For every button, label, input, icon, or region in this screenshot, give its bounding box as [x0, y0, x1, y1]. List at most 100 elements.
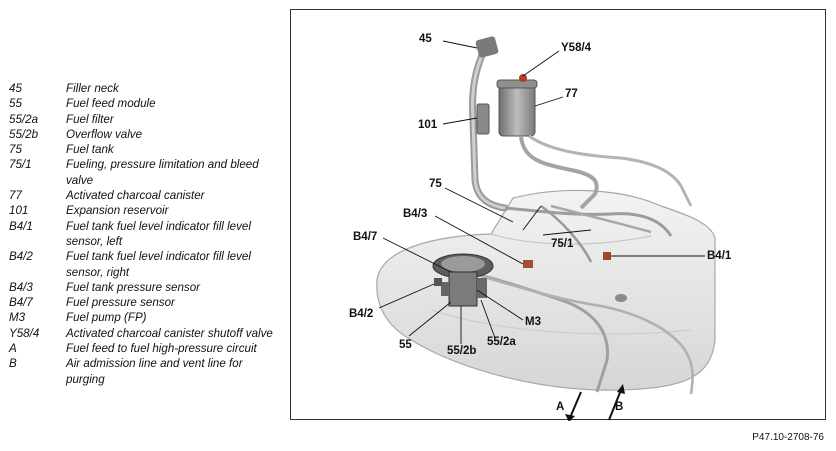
legend-text: Fuel tank fuel level indicator fill leve… [66, 219, 251, 248]
overflow-valve-shape [441, 282, 449, 296]
fuel-tank-ridge [490, 233, 652, 245]
arrow-a-head [565, 414, 575, 421]
diagram-frame: 45 Y58/4 77 101 75 B4/3 B4/7 75/1 B4/1 B… [290, 9, 826, 421]
legend-row: 75 Fuel tank [9, 142, 284, 157]
callout-77: 77 [565, 88, 578, 100]
legend-row: B Air admission line and vent line for pu… [9, 356, 284, 387]
leader-line-b4-3 [434, 215, 524, 265]
leader-line-m3 [476, 289, 524, 321]
legend-key: B4/7 [9, 296, 33, 310]
charcoal-canister-top [496, 79, 538, 89]
expansion-reservoir-shape [476, 103, 490, 135]
legend-row: A Fuel feed to fuel high-pressure circuit [9, 341, 284, 356]
legend-text: Fuel tank fuel level indicator fill leve… [66, 250, 251, 279]
leader-line-b4-7 [382, 237, 452, 273]
purge-line [504, 206, 673, 237]
callout-55-2a: 55/2a [487, 336, 516, 348]
legend-text: Activated charcoal canister [66, 189, 205, 203]
filler-neck-cap [475, 36, 499, 58]
legend-key: B [9, 357, 17, 371]
legend-text: Fuel feed to fuel high-pressure circuit [66, 342, 257, 356]
legend-key: 101 [9, 204, 29, 218]
charcoal-canister-shape [498, 83, 536, 137]
leader-line-77 [534, 96, 564, 107]
legend-key: 75/1 [9, 158, 32, 172]
legend-key: 55/2a [9, 112, 39, 126]
fuel-system-illustration: 45 Y58/4 77 101 75 B4/3 B4/7 75/1 B4/1 B… [349, 33, 732, 421]
pressure-sensor-shape [523, 260, 533, 268]
vent-line [519, 135, 599, 210]
legend-key: 45 [9, 82, 22, 95]
leader-line-101 [442, 117, 478, 125]
legend-text: Fuel tank pressure sensor [66, 280, 201, 294]
legend-row: 55 Fuel feed module [9, 96, 284, 111]
legend-text: Expansion reservoir [66, 204, 169, 218]
vent-line [528, 134, 693, 207]
level-sensor-left-shape [603, 252, 611, 260]
legend-text: Fuel pump (FP) [66, 311, 147, 325]
legend-text: Fueling, pressure limitation and bleed v… [66, 158, 259, 187]
callout-y58-4: Y58/4 [561, 42, 592, 54]
legend-row: 45 Filler neck [9, 81, 284, 96]
filler-neck-pipe [471, 46, 507, 210]
leader-line-55 [408, 301, 452, 337]
legend-text: Fuel feed module [66, 97, 156, 111]
legend-row: B4/1 Fuel tank fuel level indicator fill … [9, 219, 284, 250]
callout-45: 45 [419, 33, 432, 45]
legend-text: Air admission line and vent line for pur… [66, 357, 243, 386]
fuel-tank-shape [376, 189, 716, 391]
legend-key: B4/1 [9, 219, 33, 233]
legend-key: 77 [9, 189, 22, 203]
callout-b4-3: B4/3 [403, 208, 427, 220]
legend-key: B4/2 [9, 250, 33, 264]
legend-text: Filler neck [66, 82, 119, 95]
legend-key: A [9, 342, 17, 356]
arrow-b-head [617, 384, 625, 394]
legend-row: 77 Activated charcoal canister [9, 188, 284, 203]
legend-row: B4/7 Fuel pressure sensor [9, 295, 284, 310]
callout-b4-7: B4/7 [353, 231, 377, 243]
fuel-feed-module-body [448, 271, 478, 307]
leader-lines [378, 40, 705, 344]
fuel-filter-shape [477, 278, 487, 298]
callout-75-1: 75/1 [551, 238, 574, 250]
legend-row: B4/2 Fuel tank fuel level indicator fill … [9, 249, 284, 280]
leader-line-y58-4 [522, 50, 560, 77]
callout-75: 75 [429, 178, 442, 190]
callout-a: A [556, 401, 564, 413]
leader-line-45 [442, 40, 478, 49]
legend-text: Fuel pressure sensor [66, 296, 175, 310]
legend-text: Fuel filter [66, 112, 114, 126]
leader-line-75 [444, 187, 514, 223]
fuel-tank-ridge [430, 309, 692, 335]
legend-key: 75 [9, 143, 22, 157]
legend-text: Activated charcoal canister shutoff valv… [66, 326, 273, 340]
legend-key: B4/3 [9, 280, 33, 294]
legend-row: 55/2a Fuel filter [9, 112, 284, 127]
callout-55: 55 [399, 339, 412, 351]
shutoff-valve-shape [519, 74, 527, 82]
cross-line [550, 204, 652, 234]
callout-55-2b: 55/2b [447, 345, 476, 357]
level-sensor-right-shape [434, 278, 442, 286]
tank-cap [615, 294, 627, 302]
feed-line [480, 274, 694, 395]
fuel-feed-module-inner [441, 256, 485, 272]
legend-row: 101 Expansion reservoir [9, 203, 284, 218]
callout-m3: M3 [525, 316, 541, 328]
legend-key: 55 [9, 97, 22, 111]
figure-reference: P47.10-2708-76 [752, 432, 824, 443]
callout-b: B [615, 401, 623, 413]
callout-b4-1: B4/1 [707, 250, 732, 262]
legend-text: Fuel tank [66, 143, 114, 157]
leader-line-55-2a [480, 299, 496, 339]
arrow-b-line [608, 389, 622, 421]
callout-101: 101 [418, 119, 438, 131]
legend-row: B4/3 Fuel tank pressure sensor [9, 280, 284, 295]
legend-text: Overflow valve [66, 127, 143, 141]
legend-row: 75/1 Fueling, pressure limitation and ble… [9, 157, 284, 188]
